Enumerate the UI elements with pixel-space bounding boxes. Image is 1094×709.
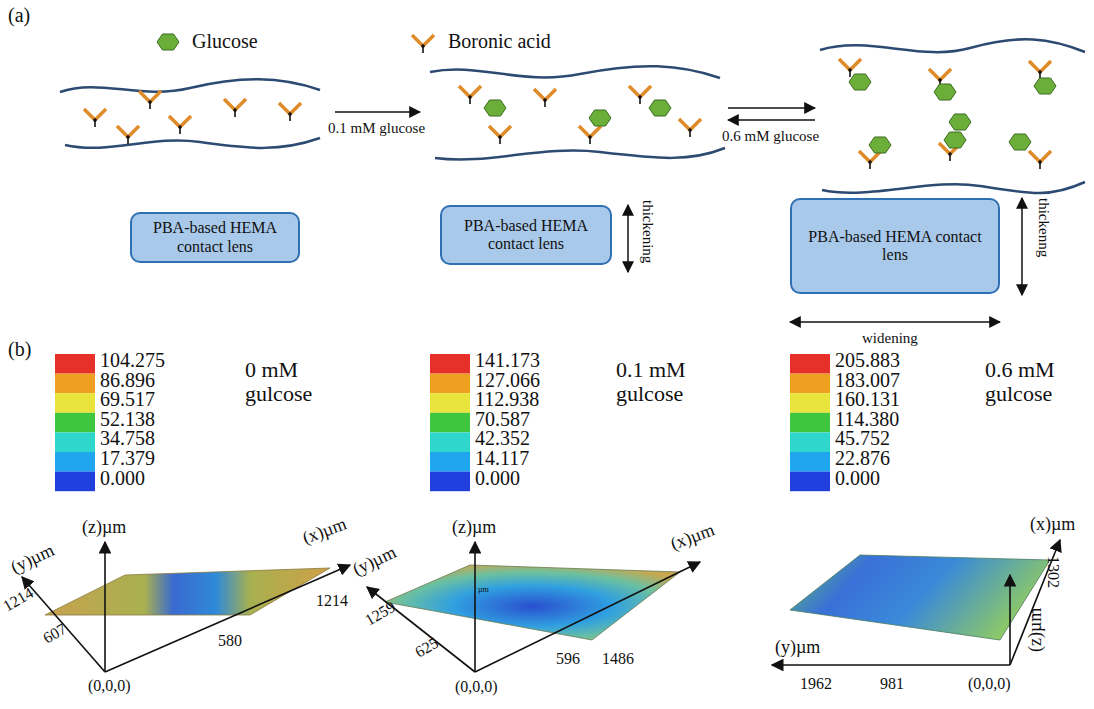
scale-swatch [55,393,95,413]
plot-label: 69.517 [100,388,155,410]
lens-box: PBA-based HEMA contact lens [130,212,300,263]
lens-label: PBA-based HEMA contact lens [800,228,990,265]
plot-label: 1962 [800,675,832,693]
plot-label: (x)µm [300,514,349,548]
plot-label: 14.117 [475,447,529,469]
scale-swatch [55,432,95,452]
plot-label: 1486 [602,650,634,668]
plot-label: (x)µm [1030,515,1075,535]
plot-label: 0.000 [100,467,145,489]
plot-label: 596 [556,650,580,668]
plot-label: 52.138 [100,408,155,430]
plot-label: 22.876 [835,447,890,469]
scale-swatch [55,452,95,472]
plot-label: 86.896 [100,369,155,391]
lens-label: PBA-based HEMA contact lens [140,219,290,256]
scale-swatch [55,413,95,433]
scale-swatch [790,472,830,492]
plot-label: (z)µm [452,518,496,538]
plot-label: 34.758 [100,427,155,449]
plot-label: (0,0,0) [455,678,498,696]
scale-swatch [790,452,830,472]
scale-swatch [430,432,470,452]
scale-swatch [55,472,95,492]
scale-swatch [430,354,470,374]
plot-label: (z)µm [82,518,126,538]
scale-swatch [430,472,470,492]
plot-label: 1214 [0,584,37,615]
lens-box: PBA-based HEMA contact lens [790,198,1000,294]
lens-box: PBA-based HEMA contact lens [440,205,612,265]
plot-label: 160.131 [835,388,900,410]
plot-label: (0,0,0) [968,675,1011,693]
plot-label: (z)µm [1026,608,1046,652]
scale-swatch [790,432,830,452]
plot-label: 0.6 mM glucose [722,128,819,145]
scale-swatch [790,354,830,374]
plot-label: 0 mM gulcose [245,358,340,406]
plot-label: 45.752 [835,427,890,449]
plot-label: 0.1 mM gulcose [616,358,711,406]
scale-swatch [430,393,470,413]
plot-label: (y)µm [775,638,820,658]
plot-label: (y)µm [8,541,57,578]
plot-label: 0.000 [475,467,520,489]
plot-label: 0.1 mM glucose [328,120,425,137]
plot-label: 981 [880,675,904,693]
plot-label: widening [862,330,918,347]
plot-label: 0.6 mM gulcose [985,358,1080,406]
scale-swatch [430,413,470,433]
plot-label: 17.379 [100,447,155,469]
scale-swatch [430,374,470,394]
panel-letter: (b) [8,338,31,360]
plot-label: 1302 [1044,556,1062,588]
panel-letter: (a) [8,4,30,26]
plot-label: 625 [412,634,442,661]
plot-label: 183.007 [835,369,900,391]
plot-label: thickenng [1036,198,1053,257]
lens-label: PBA-based HEMA contact lens [450,217,602,254]
plot-label: (x)µm [668,520,717,554]
plot-label: 112.938 [475,388,539,410]
plot-label: µm [478,586,489,595]
plot-label: 141.173 [475,349,540,371]
scale-swatch [55,354,95,374]
scale-swatch [430,452,470,472]
plot-label: 607 [40,620,70,647]
scale-swatch [55,374,95,394]
plot-label: 1214 [316,592,348,610]
plot-label: (0,0,0) [88,677,131,695]
plot-label: thickening [640,200,657,263]
plot-label: 127.066 [475,369,540,391]
plot-label: (y)µm [350,543,399,580]
scale-swatch [790,393,830,413]
plot-label: 0.000 [835,467,880,489]
plot-label: 114.380 [835,408,899,430]
plot-label: 104.275 [100,349,165,371]
legend-text: Glucose [192,30,258,52]
plot-label: 42.352 [475,427,530,449]
legend-text: Boronic acid [448,30,551,52]
scale-swatch [790,413,830,433]
plot-label: 205.883 [835,349,900,371]
plot-label: 70.587 [475,408,530,430]
scale-swatch [790,374,830,394]
plot-label: 580 [218,632,242,650]
